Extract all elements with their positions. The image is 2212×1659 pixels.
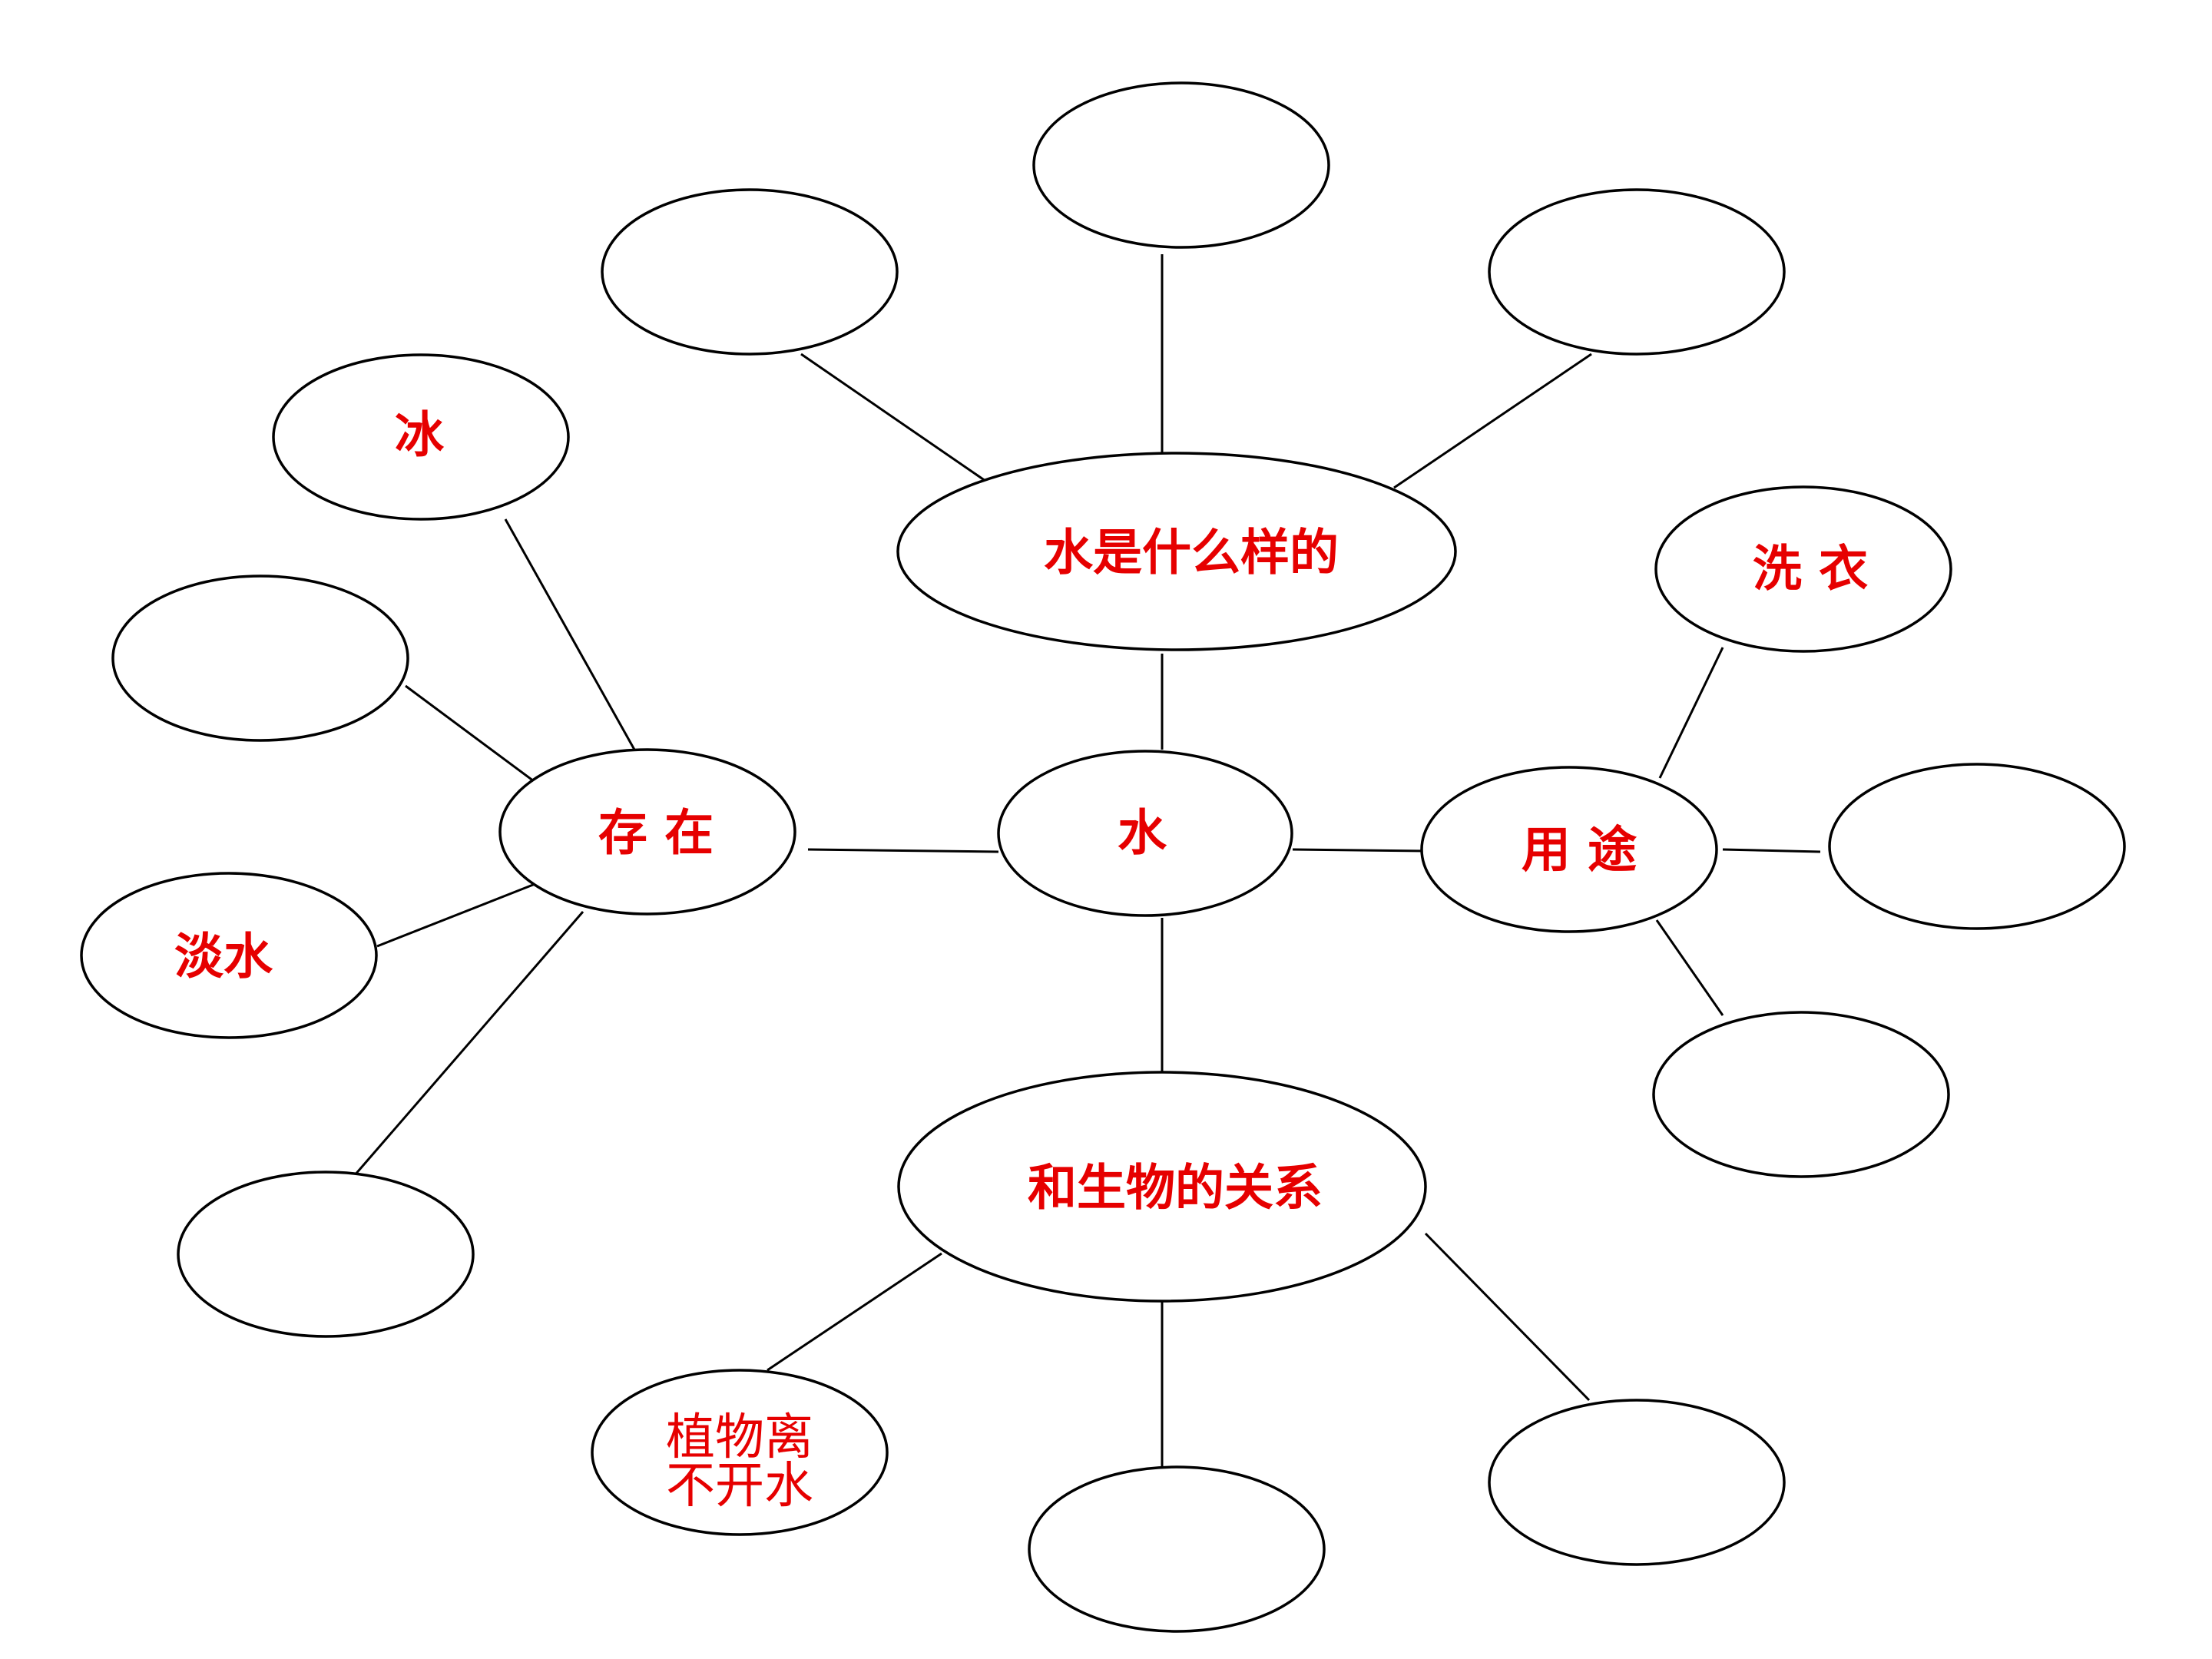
leaf-ice: 冰 [272,353,570,521]
leaf-appearance-topright [1488,188,1786,356]
leaf-uses-right [1828,763,2126,930]
leaf-washing-label: 洗 衣 [1753,541,1868,598]
edge-existence-ice [504,518,636,750]
edge-uses-washing [1658,647,1724,779]
branch-uses-label: 用 途 [1522,822,1637,879]
branch-appearance: 水是什么样的 [896,452,1457,651]
edge-uses-right [1722,848,1821,853]
leaf-relation-bottomright [1488,1399,1786,1566]
center-label: 水 [1118,805,1167,863]
edge-center-existence [807,848,999,853]
leaf-existence-bottomleft [177,1171,475,1338]
edge-existence-freshwater [376,882,538,948]
edge-relation-plants [767,1252,942,1372]
edge-relation-bottomright [1424,1232,1591,1402]
branch-relation: 和生物的关系 [897,1071,1427,1303]
branch-appearance-label: 水是什么样的 [1044,525,1339,582]
leaf-existence-left [111,575,409,742]
leaf-washing: 洗 衣 [1654,485,1952,653]
edge-uses-bottomright [1655,919,1724,1016]
leaf-ice-label: 冰 [395,407,445,465]
edge-existence-bottomleft [353,911,584,1177]
leaf-plants-label-line1: 植物离 [666,1409,813,1466]
edge-appearance-topright [1393,353,1592,489]
branch-relation-label: 和生物的关系 [1028,1160,1323,1217]
leaf-plants-label-line2: 不开水 [666,1458,813,1515]
connectors [353,254,1821,1467]
leaf-relation-bottom [1028,1465,1326,1633]
leaf-fresh-water: 淡水 [80,872,378,1039]
branch-existence: 存 在 [498,748,796,916]
branch-existence-label: 存 在 [598,805,714,863]
leaf-appearance-top [1032,81,1330,249]
edge-existence-left [405,684,538,785]
edge-appearance-topleft [800,353,996,489]
center-node: 水 [997,750,1293,917]
edge-center-uses [1292,848,1426,853]
branch-uses: 用 途 [1420,766,1718,933]
leaf-plants: 植物离 不开水 [591,1369,889,1536]
leaf-appearance-topleft [601,188,899,356]
leaf-fresh-water-label: 淡水 [174,929,273,986]
leaf-uses-bottomright [1652,1011,1950,1178]
